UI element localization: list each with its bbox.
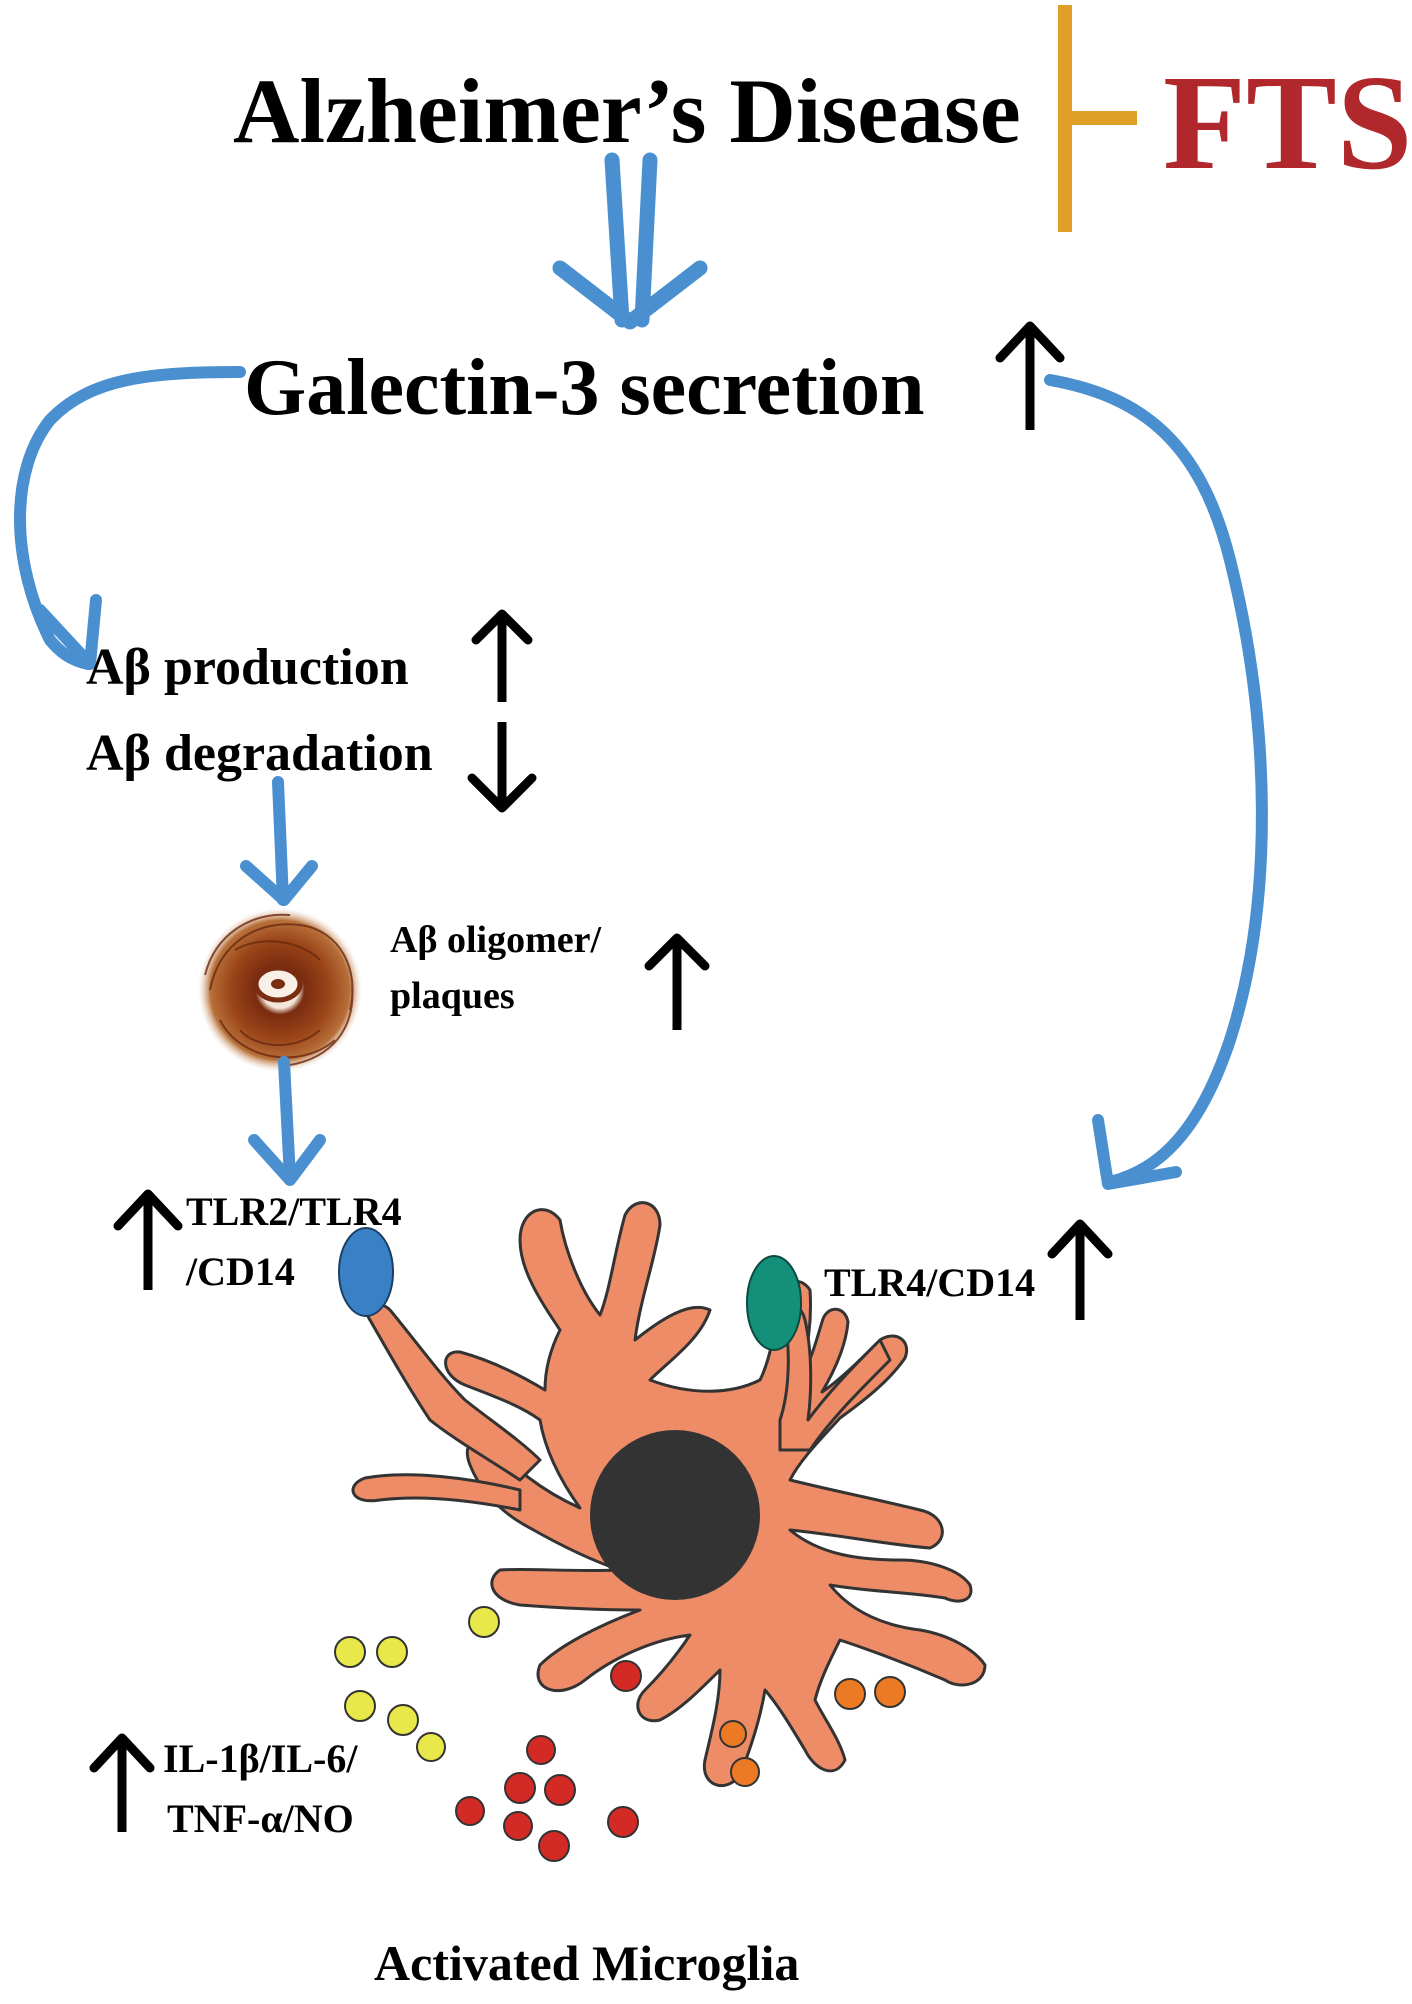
curved-arrow-left [14, 366, 246, 670]
activated-microglia-caption: Activated Microglia [374, 1935, 799, 1991]
double-arrow-down [552, 152, 708, 330]
arrow-to-plaque [240, 776, 318, 906]
curved-arrow-right [1044, 374, 1268, 1190]
arrow-to-microglia [248, 1056, 326, 1186]
cytokines-label-line1: IL-1β/IL-6/ [163, 1736, 358, 1781]
cytokine-dots-red [455, 1660, 642, 1862]
ab-oligomer-label-line2: plaques [390, 975, 515, 1017]
nucleus [590, 1430, 760, 1600]
amyloid-plaque-image [198, 908, 362, 1072]
ab-degradation-label: Aβ degradation [86, 725, 433, 782]
ab-production-label: Aβ production [86, 639, 409, 696]
cytokine-dots-yellow [334, 1606, 500, 1762]
tlr-left-label-line2: /CD14 [185, 1249, 295, 1294]
ab-oligomer-label-line1: Aβ oligomer/ [390, 919, 601, 961]
microglia-cell [351, 1201, 987, 1788]
receptor-green [746, 1255, 802, 1351]
galectin-up-arrow [995, 321, 1065, 430]
cytokines-up-arrow [89, 1733, 155, 1832]
tlr-left-up-arrow [113, 1189, 183, 1290]
galectin-secretion-label: Galectin-3 secretion [244, 344, 925, 432]
inhibition-symbol [1058, 5, 1137, 232]
oligomer-up-arrow [644, 933, 710, 1030]
receptor-blue [338, 1227, 394, 1317]
tlr-right-up-arrow [1047, 1219, 1113, 1320]
ab-degradation-down-arrow [467, 722, 537, 813]
tlr-right-label: TLR4/CD14 [824, 1260, 1035, 1305]
fts-label: FTS [1163, 48, 1412, 198]
title-alzheimers-disease: Alzheimer’s Disease [233, 60, 1021, 162]
tlr-left-label-line1: TLR2/TLR4 [186, 1189, 402, 1234]
ab-production-up-arrow [471, 609, 533, 702]
cytokines-label-line2: TNF-α/NO [167, 1796, 354, 1841]
cytokine-dots-orange [719, 1676, 906, 1787]
